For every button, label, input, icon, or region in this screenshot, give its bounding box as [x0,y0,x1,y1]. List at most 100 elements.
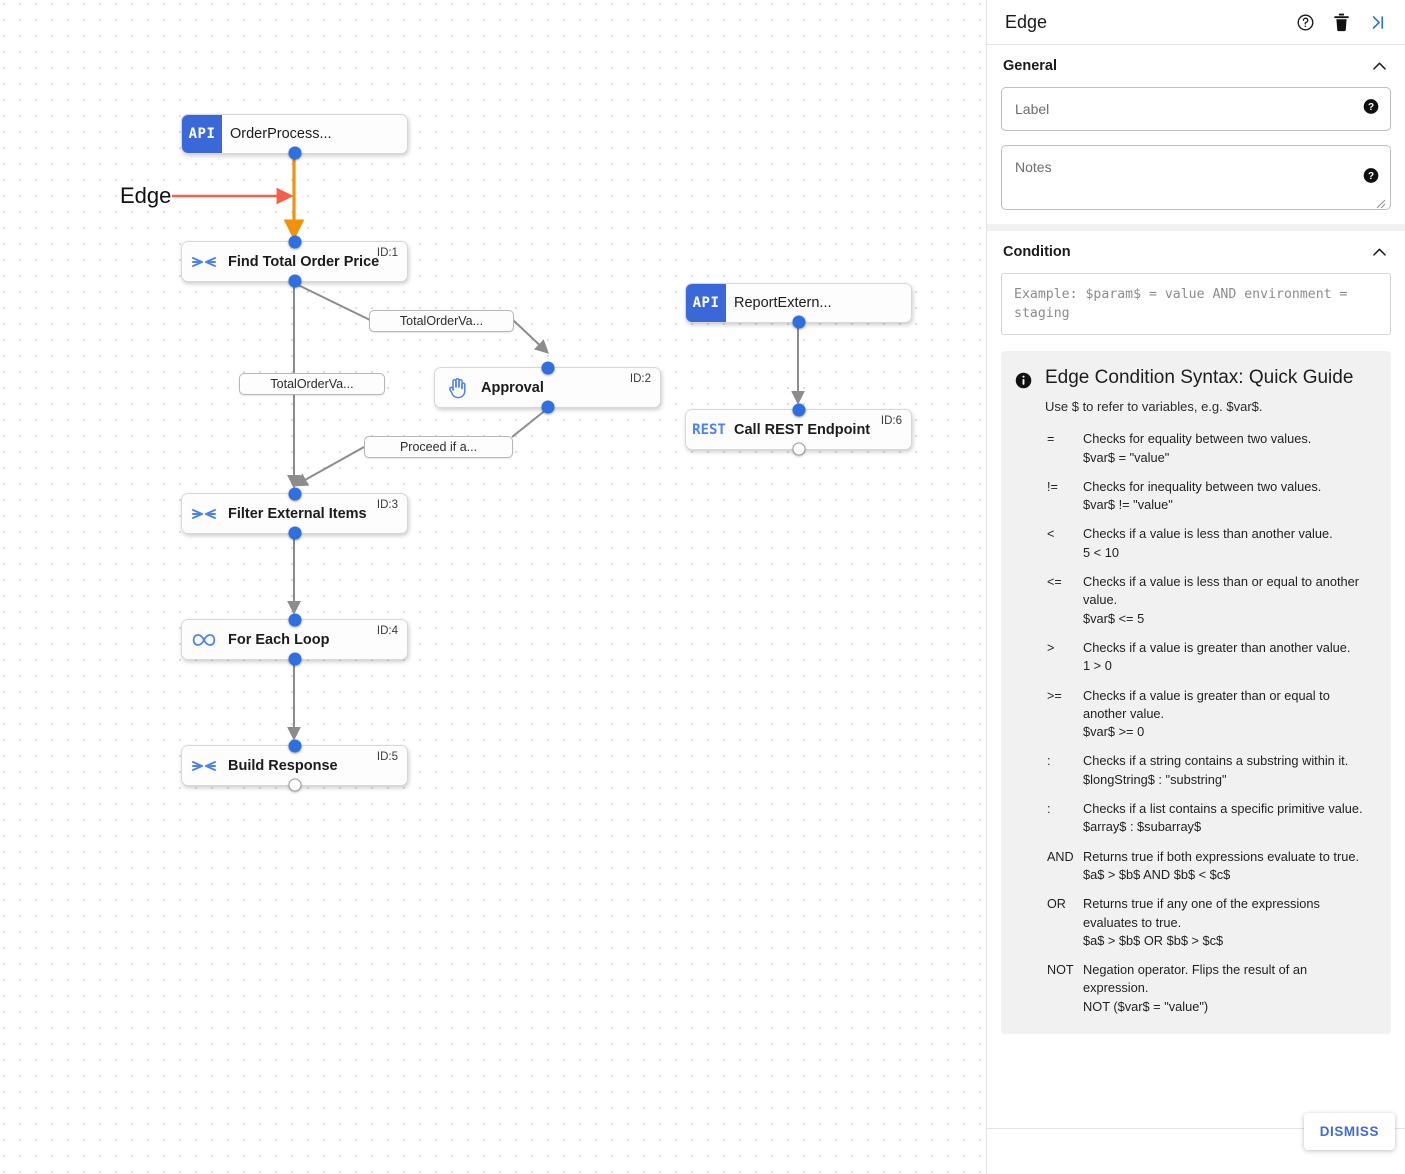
node-input-port[interactable] [288,739,301,753]
collapse-panel-icon[interactable] [1368,13,1387,32]
node-output-port[interactable] [288,778,301,792]
edge-label-chip[interactable]: TotalOrderVa... [239,373,385,395]
operator-symbol: AND [1047,849,1074,864]
chevron-up-icon[interactable] [1370,243,1389,262]
merge-arrows-icon [182,506,226,522]
operator-description: Checks if a value is greater than or equ… [1083,687,1373,742]
operator-example: 5 < 10 [1083,544,1119,560]
node-output-port[interactable] [288,652,301,666]
dismiss-button[interactable]: DISMISS [1303,1113,1395,1150]
node-title: Approval [481,379,544,396]
node-input-port[interactable] [288,487,301,501]
operator-symbol: >= [1047,688,1062,703]
notes-field[interactable]: Notes ? [1001,145,1391,210]
merge-arrows-icon [182,254,226,270]
node-id-label: ID:1 [376,247,398,259]
node-title: For Each Loop [228,631,330,648]
operator-row: : Checks if a list contains a specific p… [1045,800,1373,837]
node-input-port[interactable] [792,403,806,417]
operator-description-text: Checks if a value is less than another v… [1083,526,1333,542]
node-find-total-order-price[interactable]: Find Total Order Price ID:1 [181,235,408,288]
operator-description-text: Checks if a value is greater than anothe… [1083,639,1351,655]
operator-description-text: Checks for equality between two values. [1083,431,1312,447]
resize-grip-icon[interactable] [1376,196,1386,209]
operator-description: Checks if a string contains a substring … [1083,752,1373,789]
workflow-canvas[interactable]: Edge API OrderProcess... Find Total Orde… [0,0,986,1174]
operator-description: Returns true if any one of the expressio… [1083,895,1373,950]
node-filter-external-items[interactable]: Filter External Items ID:3 [181,487,408,540]
section-condition-title: Condition [1003,244,1071,260]
operator-description: Checks if a value is greater than anothe… [1083,639,1373,676]
edge-properties-panel: Edge [986,0,1405,1174]
node-build-response[interactable]: Build Response ID:5 [181,739,408,792]
operator-row: >= Checks if a value is greater than or … [1045,687,1373,742]
label-field[interactable]: Label ? [1001,87,1391,131]
operator-symbol: > [1047,640,1055,655]
operator-example: NOT ($var$ = "value") [1083,998,1209,1014]
notes-help-icon[interactable]: ? [1363,167,1379,188]
node-output-port[interactable] [288,146,301,160]
section-condition-header[interactable]: Condition [1001,231,1391,273]
operator-row: <= Checks if a value is less than or equ… [1045,573,1373,628]
operator-symbol: = [1047,432,1055,447]
rest-icon: REST [692,421,726,438]
node-title: Filter External Items [228,505,367,522]
condition-input[interactable]: Example: $param$ = value AND environment… [1001,273,1391,336]
info-icon [1015,367,1033,1016]
node-id-label: ID:6 [880,415,902,427]
node-title: Build Response [228,757,338,774]
edge-label-chip[interactable]: TotalOrderVa... [369,310,514,332]
operator-description-text: Checks if a list contains a specific pri… [1083,801,1363,817]
node-id-label: ID:5 [376,751,398,763]
operator-description: Checks for equality between two values. … [1083,430,1373,467]
node-output-port[interactable] [288,274,301,288]
node-title: Find Total Order Price [228,253,380,270]
node-input-port[interactable] [541,361,555,375]
node-approval[interactable]: Approval ID:2 [434,361,661,414]
operator-description-text: Returns true if any one of the expressio… [1083,896,1320,930]
guide-subtitle: Use $ to refer to variables, e.g. $var$. [1045,399,1263,415]
chevron-up-icon[interactable] [1370,57,1389,76]
operator-row: = Checks for equality between two values… [1045,430,1373,467]
node-output-port[interactable] [792,442,806,456]
operator-example: 1 > 0 [1083,658,1112,674]
node-input-port[interactable] [288,613,301,627]
operator-row: > Checks if a value is greater than anot… [1045,639,1373,676]
operator-row: AND Returns true if both expressions eva… [1045,848,1373,885]
edge-connections-layer [172,155,805,741]
panel-title: Edge [1005,11,1048,32]
node-call-rest-endpoint[interactable]: REST Call REST Endpoint ID:6 [685,403,912,456]
node-title: ReportExtern... [734,295,832,311]
edge-annotation-label: Edge [120,183,172,208]
section-general-header[interactable]: General [1001,45,1391,87]
hand-icon [435,377,479,399]
operator-description-text: Checks if a value is less than or equal … [1083,574,1360,608]
node-order-process[interactable]: API OrderProcess... [181,114,408,160]
operator-example: $var$ = "value" [1083,449,1170,465]
section-divider [987,224,1405,231]
node-output-port[interactable] [541,400,555,414]
trash-icon[interactable] [1333,13,1350,32]
operator-example: $var$ >= 0 [1083,724,1145,740]
label-help-icon[interactable]: ? [1363,99,1379,120]
node-report-external[interactable]: API ReportExtern... [685,283,912,329]
infinity-icon [182,632,226,648]
edge-label-chip[interactable]: Proceed if a... [364,436,513,458]
label-field-placeholder: Label [1015,101,1050,117]
node-input-port[interactable] [288,235,301,249]
node-output-port[interactable] [792,315,806,329]
operator-symbol: OR [1047,897,1066,912]
section-general: General Label ? Notes ? [987,45,1405,210]
operator-description: Checks if a value is less than another v… [1083,525,1373,562]
node-id-label: ID:2 [629,373,651,385]
operator-symbol: <= [1047,575,1062,590]
node-output-port[interactable] [288,526,301,540]
node-for-each-loop[interactable]: For Each Loop ID:4 [181,613,408,666]
panel-footer: DISMISS [987,1113,1405,1174]
api-badge-icon: API [182,115,222,153]
operator-symbol: NOT [1047,963,1074,978]
operator-description-text: Checks if a string contains a substring … [1083,753,1349,769]
help-circle-icon[interactable] [1296,13,1315,32]
panel-content: General Label ? Notes ? [987,45,1405,1128]
